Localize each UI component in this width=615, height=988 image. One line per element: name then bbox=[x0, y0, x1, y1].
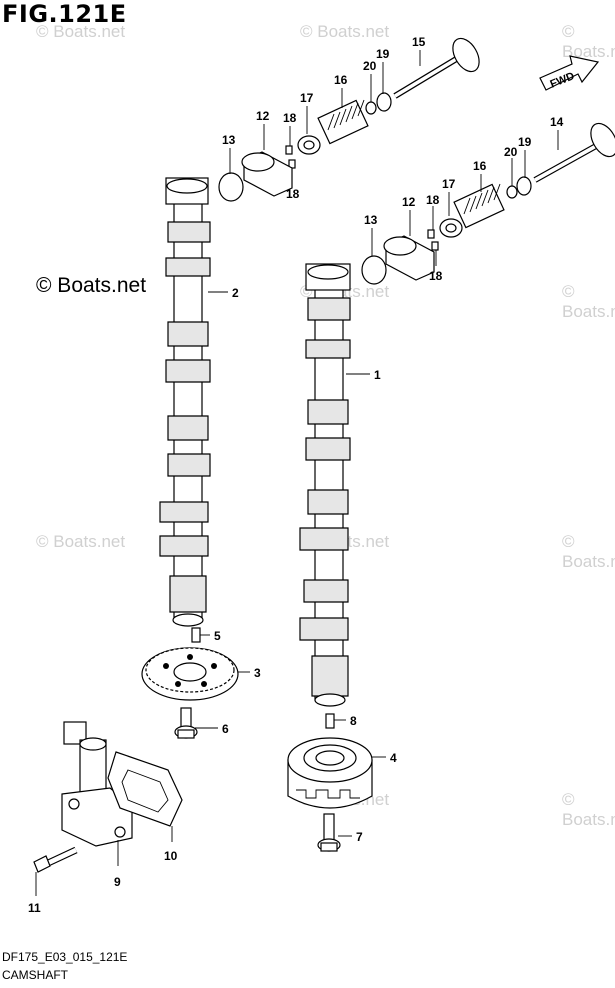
callout-20: 20 bbox=[504, 145, 518, 159]
vvt-actuator-icon bbox=[287, 737, 373, 809]
camshaft-2 bbox=[159, 177, 211, 627]
callout-5: 5 bbox=[214, 629, 221, 643]
callout-2: 2 bbox=[232, 286, 239, 300]
watermark: © Boats.net bbox=[562, 532, 615, 571]
callout-14: 14 bbox=[550, 115, 564, 129]
callout-8: 8 bbox=[350, 714, 357, 728]
gasket-icon bbox=[107, 751, 183, 827]
valve-spring-icon bbox=[453, 183, 505, 229]
watermark: © Boats.net bbox=[562, 790, 615, 829]
footer-name: CAMSHAFT bbox=[2, 968, 68, 982]
callout-4: 4 bbox=[390, 751, 397, 765]
callout-11: 11 bbox=[28, 901, 41, 915]
callout-10: 10 bbox=[164, 849, 178, 863]
oil-control-valve-icon bbox=[61, 721, 133, 847]
callout-19: 19 bbox=[518, 135, 532, 149]
watermark: © Boats.net bbox=[300, 22, 390, 41]
camshaft-1 bbox=[299, 263, 351, 707]
callout-17: 17 bbox=[442, 177, 456, 191]
callout-13: 13 bbox=[364, 213, 378, 227]
watermark: © Boats.net bbox=[562, 282, 615, 321]
callout-18: 18 bbox=[426, 193, 440, 207]
callout-16: 16 bbox=[334, 73, 348, 87]
callout-7: 7 bbox=[356, 830, 363, 844]
callout-19: 19 bbox=[376, 47, 390, 61]
callout-15: 15 bbox=[412, 35, 426, 49]
callout-16: 16 bbox=[473, 159, 487, 173]
callout-13: 13 bbox=[222, 133, 236, 147]
bolt-icon bbox=[174, 707, 198, 739]
bolt-icon bbox=[33, 846, 78, 873]
callout-20: 20 bbox=[363, 59, 377, 73]
figure-title: FIG.121E bbox=[2, 0, 127, 28]
pin-icon bbox=[191, 627, 201, 643]
callout-18: 18 bbox=[283, 111, 297, 125]
footer-code: DF175_E03_015_121E bbox=[2, 950, 128, 964]
callout-12: 12 bbox=[402, 195, 416, 209]
watermark: © Boats.net bbox=[36, 22, 126, 41]
callout-18: 18 bbox=[429, 269, 443, 283]
callout-1: 1 bbox=[374, 368, 381, 382]
callout-6: 6 bbox=[222, 722, 229, 736]
callout-9: 9 bbox=[114, 875, 121, 889]
fwd-arrow-icon: FWD bbox=[539, 55, 600, 91]
camshaft-sprocket-icon bbox=[141, 647, 239, 701]
copyright-label: © Boats.net bbox=[36, 274, 147, 297]
lower-valve-train bbox=[361, 122, 615, 285]
callout-17: 17 bbox=[300, 91, 314, 105]
valve-spring-icon bbox=[317, 99, 369, 145]
bolt-icon bbox=[317, 813, 341, 852]
upper-valve-train bbox=[218, 37, 480, 202]
callout-3: 3 bbox=[254, 666, 261, 680]
pin-icon bbox=[325, 713, 335, 729]
callout-18: 18 bbox=[286, 187, 300, 201]
callout-12: 12 bbox=[256, 109, 270, 123]
watermark: © Boats.net bbox=[562, 22, 615, 61]
watermark: © Boats.net bbox=[36, 532, 126, 551]
